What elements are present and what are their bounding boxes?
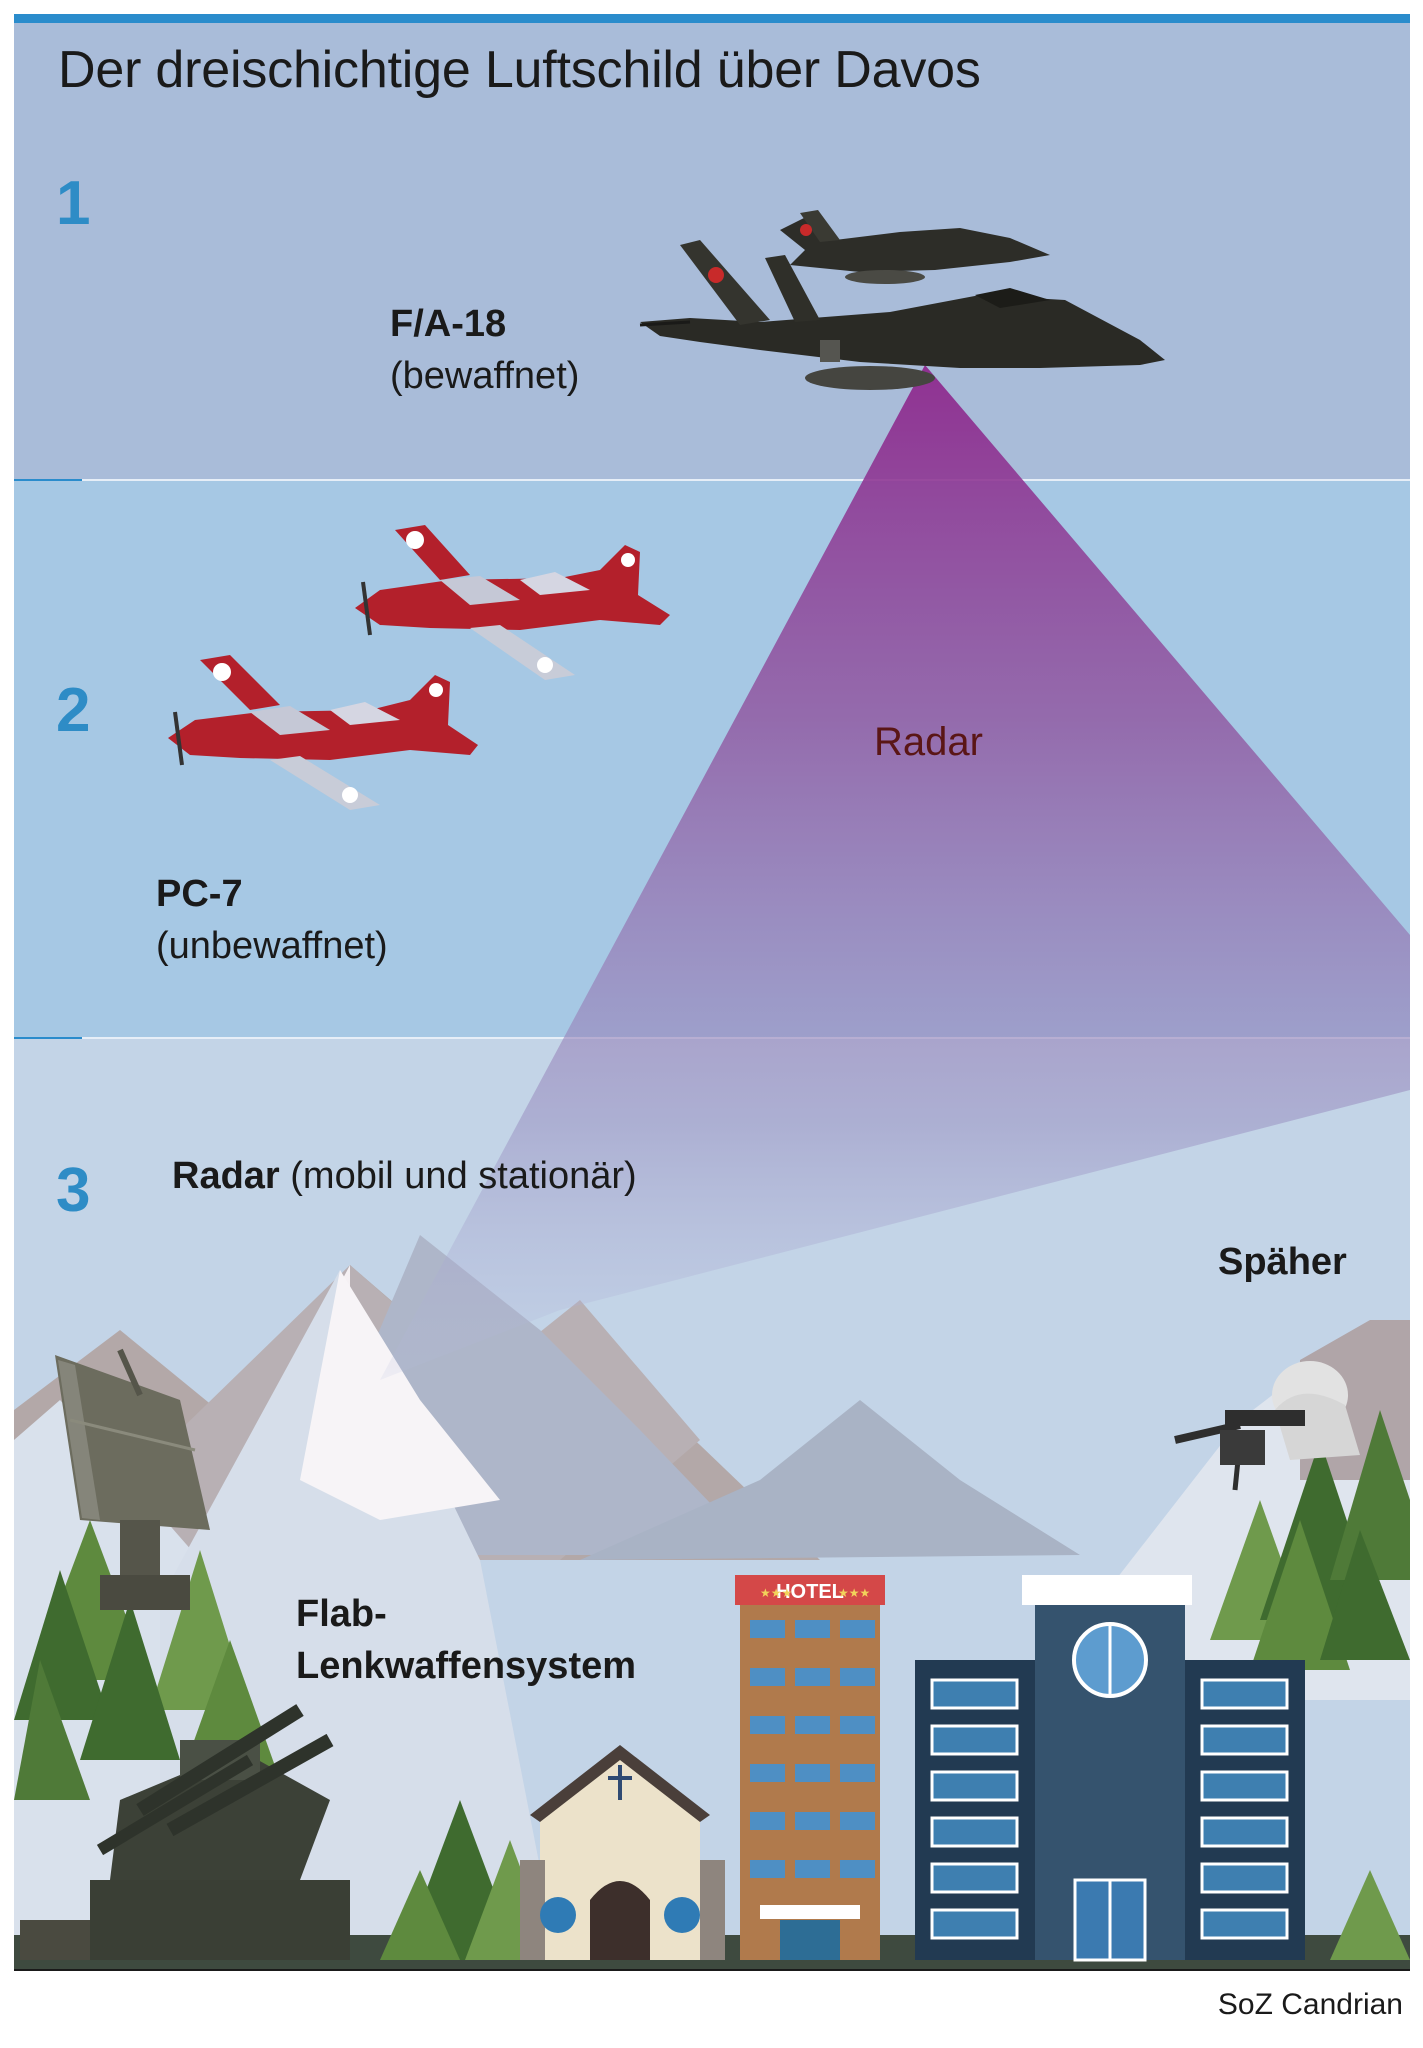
layer-1-number: 1 <box>56 169 91 238</box>
page-title: Der dreischichtige Luftschild über Davos <box>58 41 981 99</box>
fa18-jet-icon <box>639 210 1165 390</box>
pc7-plane-icon <box>168 525 670 810</box>
flab-label-line-2: Lenkwaffensystem <box>296 1645 637 1687</box>
layer-3-number: 3 <box>56 1156 91 1225</box>
sniper-icon <box>1174 1361 1360 1491</box>
office-building-icon <box>915 1575 1305 1962</box>
radar-antenna-icon <box>55 1348 210 1610</box>
hotel-icon <box>735 1575 885 1960</box>
tree-icon <box>14 1410 1410 1960</box>
hotel-sign: HOTEL <box>776 1581 844 1603</box>
layer-3-label: Radar (mobil und stationär) <box>172 1150 637 1202</box>
radar-beam-label: Radar <box>874 720 983 764</box>
flab-label: Flab- Lenkwaffensystem <box>296 1588 636 1692</box>
layer-1-label-normal: (bewaffnet) <box>390 355 580 397</box>
layer-2-number: 2 <box>56 676 91 745</box>
layer-2-label: PC-7 (unbewaffnet) <box>156 868 388 972</box>
spaeher-label: Späher <box>1218 1241 1347 1283</box>
credit: SoZ Candrian <box>1217 1988 1403 2021</box>
hotel-stars-right: ★★★ <box>838 1586 870 1600</box>
layer-2-label-normal: (unbewaffnet) <box>156 925 388 967</box>
radar-beam <box>380 365 1410 1380</box>
church-icon <box>520 1745 725 1960</box>
hotel-stars: ★★★ <box>760 1586 792 1600</box>
layer-1-background <box>14 14 1410 480</box>
layer-1-label: F/A-18 (bewaffnet) <box>390 298 579 402</box>
layer-3-label-bold: Radar <box>172 1155 280 1197</box>
flab-launcher-icon <box>20 1704 350 1960</box>
layer-3-label-normal: (mobil und stationär) <box>290 1155 637 1197</box>
flab-label-line-1: Flab- <box>296 1593 387 1635</box>
layer-2-label-bold: PC-7 <box>156 873 243 915</box>
top-accent-bar <box>14 14 1410 23</box>
layer-1-label-bold: F/A-18 <box>390 303 507 345</box>
